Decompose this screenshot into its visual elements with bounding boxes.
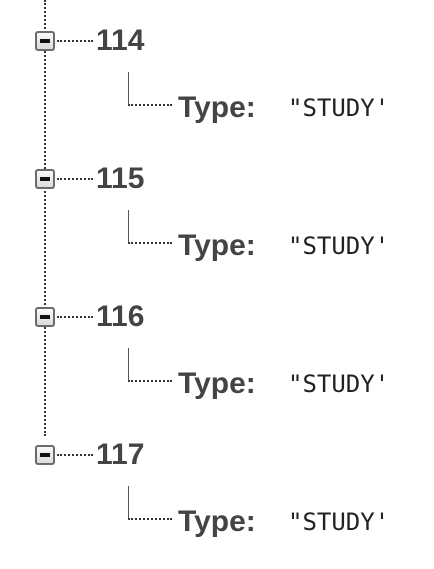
property-value: "STUDY'	[288, 508, 390, 536]
collapse-toggle-icon[interactable]	[35, 307, 55, 327]
collapse-toggle-icon[interactable]	[35, 31, 55, 51]
node-key[interactable]: 116	[96, 300, 145, 333]
tree-node: 114 Type: "STUDY'	[0, 0, 434, 138]
property-value: "STUDY'	[288, 232, 390, 260]
property-label: Type:	[178, 91, 256, 124]
node-key[interactable]: 114	[96, 24, 145, 57]
branch-connector	[57, 454, 93, 456]
node-key[interactable]: 117	[96, 438, 145, 471]
tree-trunk-connector	[44, 0, 46, 436]
branch-connector	[57, 178, 93, 180]
property-value: "STUDY'	[288, 94, 390, 122]
child-connector	[128, 210, 172, 244]
branch-connector	[57, 316, 93, 318]
child-connector	[128, 348, 172, 382]
tree-node: 115 Type: "STUDY'	[0, 138, 434, 276]
tree-node: 116 Type: "STUDY'	[0, 276, 434, 414]
child-connector	[128, 72, 172, 106]
property-label: Type:	[178, 367, 256, 400]
property-label: Type:	[178, 229, 256, 262]
node-key[interactable]: 115	[96, 162, 145, 195]
branch-connector	[57, 40, 93, 42]
child-connector	[128, 486, 172, 520]
collapse-toggle-icon[interactable]	[35, 169, 55, 189]
property-label: Type:	[178, 505, 256, 538]
property-value: "STUDY'	[288, 370, 390, 398]
collapse-toggle-icon[interactable]	[35, 445, 55, 465]
tree-node: 117 Type: "STUDY'	[0, 414, 434, 552]
